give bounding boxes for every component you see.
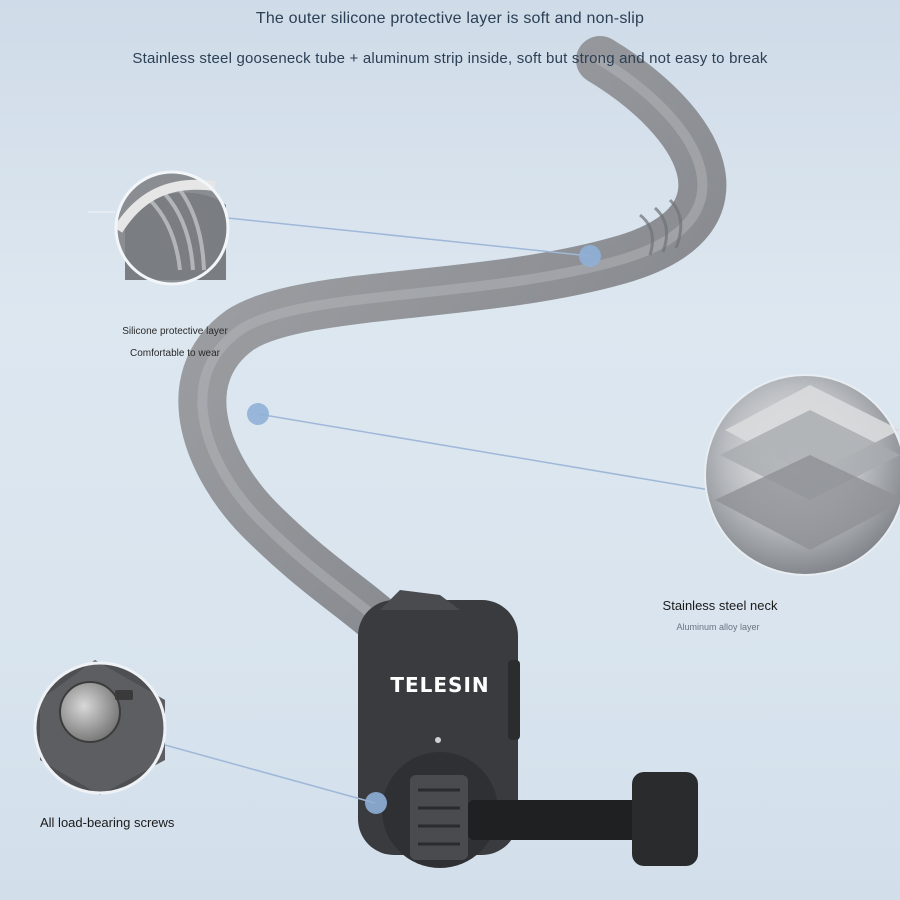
callout-lines bbox=[88, 211, 711, 804]
silicone-callout-subtitle: Comfortable to wear bbox=[129, 348, 221, 359]
heading-line-2: Stainless steel gooseneck tube + aluminu… bbox=[132, 50, 768, 67]
screws-callout-title: All load-bearing screws bbox=[40, 815, 175, 830]
steel-callout-title: Stainless steel neck bbox=[662, 598, 778, 613]
steel-zoom-circle bbox=[704, 374, 900, 576]
brand-logo: TELESIN bbox=[390, 673, 489, 697]
mount-body: TELESIN bbox=[358, 590, 698, 868]
steel-callout-subtitle: Aluminum alloy layer bbox=[676, 622, 760, 632]
silicone-zoom-circle bbox=[113, 170, 230, 286]
callout-dot-steel bbox=[247, 403, 269, 425]
screw-zoom-circle bbox=[33, 660, 167, 795]
heading-line-1: The outer silicone protective layer is s… bbox=[255, 10, 645, 27]
callout-dot-silicone bbox=[579, 245, 601, 267]
gooseneck-tube bbox=[178, 36, 727, 664]
silicone-callout-title: Silicone protective layer bbox=[122, 326, 228, 337]
callout-dot-screws bbox=[365, 792, 387, 814]
